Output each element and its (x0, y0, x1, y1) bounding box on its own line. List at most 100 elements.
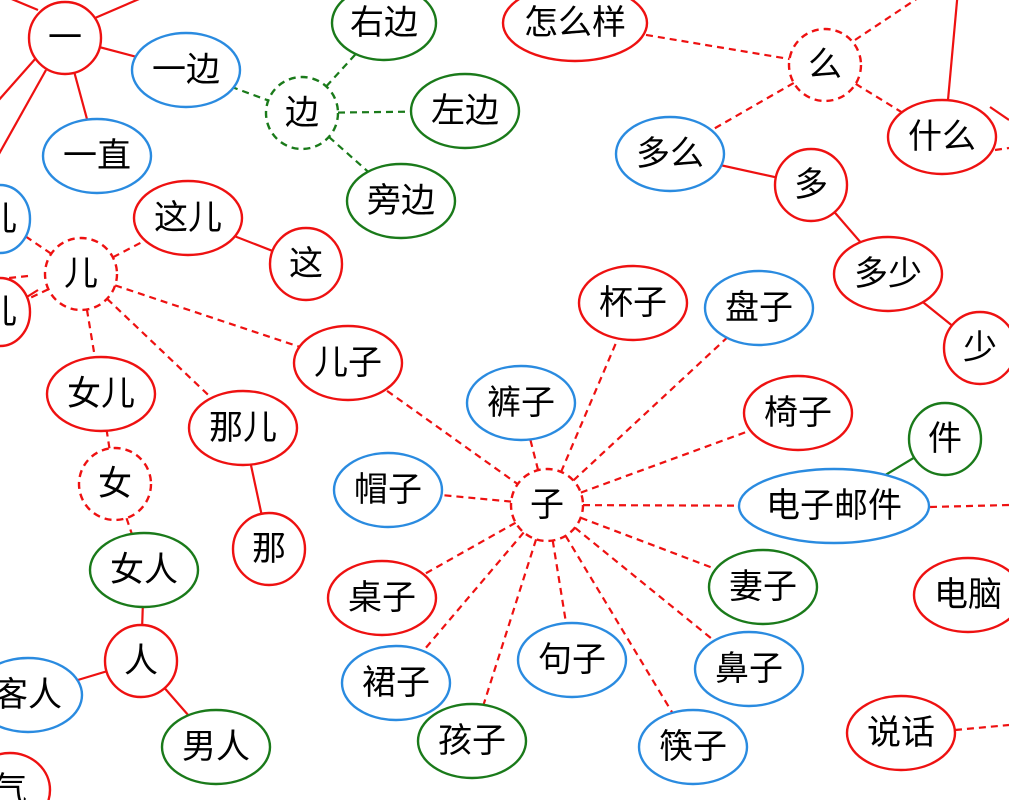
node-pangbian: 旁边 (345, 162, 457, 240)
node-er_bottom: 儿 (0, 276, 32, 348)
node-dianziyoujian-shape (737, 467, 931, 545)
node-yizhi-label: 一直 (63, 136, 131, 176)
node-nv-shape (77, 446, 153, 522)
node-erzi-shape (292, 324, 404, 402)
node-er_top-label: 儿 (0, 199, 17, 239)
node-nver: 女儿 (45, 355, 157, 433)
node-shao-shape (942, 310, 1009, 386)
node-juzi-shape (516, 621, 628, 699)
node-er_bottom-shape (0, 276, 32, 348)
node-youbian-shape (330, 0, 438, 62)
node-zuobian: 左边 (409, 72, 521, 150)
node-maozi-shape (332, 451, 444, 529)
node-bizi-label: 鼻子 (715, 649, 783, 689)
node-keren-label: 客人 (0, 675, 62, 715)
node-nvren-shape (88, 531, 200, 609)
node-nvren-label: 女人 (110, 550, 178, 590)
node-nar: 那儿 (187, 389, 299, 467)
node-zuobian-label: 左边 (431, 91, 499, 131)
node-dianziyoujian: 电子邮件 (737, 467, 931, 545)
node-bian: 边 (264, 75, 340, 151)
node-youbian: 右边 (330, 0, 438, 62)
node-duo: 多 (773, 147, 849, 223)
node-ren: 人 (103, 623, 179, 699)
node-qi-label: 气 (0, 770, 27, 800)
node-nanren-shape (160, 708, 272, 786)
node-qunzi-label: 裙子 (362, 663, 430, 703)
node-juzi: 句子 (516, 621, 628, 699)
node-zhuozi-shape (326, 559, 438, 637)
node-duoshao-label: 多少 (854, 254, 922, 294)
node-yi: 一 (27, 0, 103, 76)
node-yi-label: 一 (48, 18, 82, 58)
node-nver-label: 女儿 (67, 374, 135, 414)
node-zher-shape (132, 179, 244, 257)
node-qi: 气 (0, 751, 52, 800)
edge-offscreen-7 (994, 146, 1009, 152)
node-kuaizi-shape (637, 708, 749, 786)
node-jian: 件 (907, 401, 983, 477)
node-zi: 子 (509, 467, 585, 543)
node-nvren: 女人 (88, 531, 200, 609)
node-me-label: 么 (808, 45, 842, 85)
edge-offscreen-10 (0, 274, 29, 281)
edge-offscreen-3 (0, 69, 47, 155)
node-qizi-shape (707, 548, 819, 626)
node-kuaizi: 筷子 (637, 708, 749, 786)
node-zhe-shape (268, 226, 344, 302)
node-zhuozi: 桌子 (326, 559, 438, 637)
node-er-label: 儿 (64, 254, 98, 294)
node-duo-label: 多 (794, 165, 828, 205)
node-ren-label: 人 (124, 641, 158, 681)
edge-offscreen-6 (989, 106, 1009, 121)
node-na: 那 (231, 511, 307, 587)
edge-offscreen-2 (0, 57, 37, 101)
node-duo-shape (773, 147, 849, 223)
node-beizi: 杯子 (577, 264, 689, 342)
node-nar-label: 那儿 (209, 408, 277, 448)
edge-offscreen-1 (94, 0, 140, 20)
node-kuzi-shape (465, 364, 577, 442)
node-shao: 少 (942, 310, 1009, 386)
node-er-shape (43, 236, 119, 312)
node-juzi-label: 句子 (538, 640, 606, 680)
node-qunzi-shape (340, 644, 452, 722)
node-zi-label: 子 (530, 485, 564, 525)
node-shuohua-shape (845, 694, 957, 772)
node-zhuozi-label: 桌子 (348, 578, 416, 618)
node-qunzi: 裙子 (340, 644, 452, 722)
node-dianziyoujian-label: 电子邮件 (766, 486, 902, 526)
node-yibian-label: 一边 (152, 50, 220, 90)
edge-offscreen-0 (11, 0, 39, 12)
node-yizi: 椅子 (742, 374, 854, 452)
node-zher: 这儿 (132, 179, 244, 257)
node-keren: 客人 (0, 656, 84, 734)
node-na-label: 那 (252, 529, 286, 569)
node-duoshao: 多少 (832, 235, 944, 313)
node-nanren: 男人 (160, 708, 272, 786)
node-qizi: 妻子 (707, 548, 819, 626)
node-jian-label: 件 (928, 419, 962, 459)
node-bian-shape (264, 75, 340, 151)
node-erzi: 儿子 (292, 324, 404, 402)
node-ren-shape (103, 623, 179, 699)
node-panzi: 盘子 (703, 269, 815, 347)
edge-offscreen-8 (929, 503, 1009, 509)
node-beizi-label: 杯子 (599, 283, 667, 323)
node-nver-shape (45, 355, 157, 433)
node-duome: 多么 (614, 115, 726, 193)
node-maozi: 帽子 (332, 451, 444, 529)
node-zenmeyang-label: 怎么样 (524, 3, 626, 43)
node-yibian: 一边 (130, 31, 242, 109)
node-shenme-shape (886, 98, 998, 176)
node-maozi-label: 帽子 (354, 470, 422, 510)
node-nanren-label: 男人 (182, 727, 250, 767)
node-zi-shape (509, 467, 585, 543)
node-duome-shape (614, 115, 726, 193)
node-yibian-shape (130, 31, 242, 109)
node-haizi-label: 孩子 (438, 721, 506, 761)
node-qizi-label: 妻子 (729, 567, 797, 607)
edge-offscreen-9 (954, 723, 1009, 732)
node-bizi-shape (693, 630, 805, 708)
node-na-shape (231, 511, 307, 587)
